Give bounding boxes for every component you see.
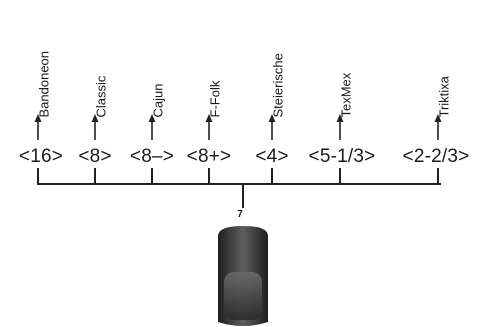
arrow-head-icon xyxy=(205,114,213,122)
arrow-head-icon xyxy=(336,114,344,122)
register-name: F-Folk xyxy=(207,80,223,118)
register-code: <8+> xyxy=(186,146,232,167)
register-name: Bandoneon xyxy=(36,50,52,118)
register-name: Steierische xyxy=(270,53,286,118)
register-code: <4> xyxy=(255,146,289,167)
knob-icon xyxy=(218,226,268,326)
register-code: <5-1/3> xyxy=(308,146,376,167)
register-code: <8–> xyxy=(129,146,175,167)
register-name: Cajun xyxy=(150,83,166,118)
register-code: <2-2/3> xyxy=(402,146,470,167)
arrow-head-icon xyxy=(268,114,276,122)
arrow-head-icon xyxy=(91,114,99,122)
register-code: <16> xyxy=(18,146,64,167)
register-name: TexMex xyxy=(338,72,354,118)
register-code: <8> xyxy=(78,146,112,167)
arrow-head-icon xyxy=(434,114,442,122)
arrow-head-icon xyxy=(34,114,42,122)
arrow-head-icon xyxy=(148,114,156,122)
register-name: Triktixa xyxy=(436,76,452,118)
register-name: Classic xyxy=(93,75,109,118)
knob-number: 7 xyxy=(237,209,243,220)
